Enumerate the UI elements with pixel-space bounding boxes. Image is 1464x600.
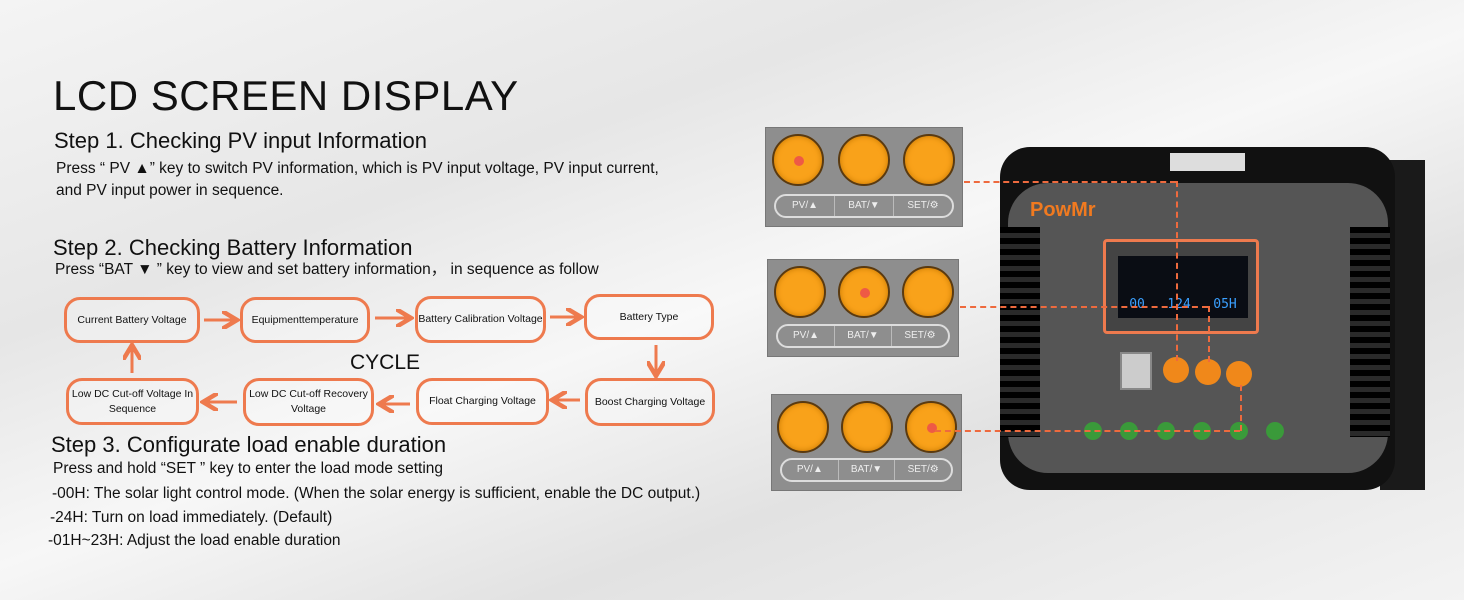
step3-text: Press and hold “SET ” key to enter the l… [53, 460, 444, 477]
step3-text: -00H: The solar light control mode. (Whe… [52, 485, 701, 502]
flow-node: Equipmenttemperature [240, 297, 370, 343]
step2-heading: Step 2. Checking Battery Information [53, 235, 413, 260]
label-sticker [1170, 153, 1245, 171]
bat-label: BAT/▼ [835, 196, 894, 216]
usb-ports [1120, 352, 1152, 390]
flow-arrows [0, 0, 740, 440]
set-label: SET/⚙ [907, 464, 939, 475]
heat-sink-left [1000, 227, 1040, 437]
device-bat-key[interactable] [1195, 359, 1221, 385]
bat-key[interactable] [838, 134, 890, 186]
lcd-battery-value: 124 [1167, 297, 1191, 312]
set-label: SET/⚙ [904, 330, 936, 341]
step1-heading: Step 1. Checking PV input Information [54, 128, 427, 153]
heat-sink-right [1350, 227, 1390, 437]
step1-text-2: and PV input power in sequence. [56, 182, 284, 199]
leader-line [964, 181, 1176, 183]
set-key[interactable] [902, 266, 954, 318]
brand-logo: PowMr [1030, 199, 1096, 221]
press-indicator [927, 423, 937, 433]
step3-heading: Step 3. Configurate load enable duration [51, 432, 447, 457]
key-panel-pv: PV/▲BAT/▼ SET/⚙ [765, 127, 963, 227]
leader-line [1240, 385, 1242, 431]
leader-line [960, 306, 1208, 308]
flow-node: Boost Charging Voltage [585, 378, 715, 426]
press-indicator [794, 156, 804, 166]
set-key[interactable] [905, 401, 957, 453]
set-label: SET/⚙ [907, 200, 939, 211]
step1-text-1: Press “ PV ▲” key to switch PV informati… [56, 160, 659, 177]
set-key[interactable] [903, 134, 955, 186]
bat-key[interactable] [838, 266, 890, 318]
page-title: LCD SCREEN DISPLAY [53, 72, 519, 119]
terminals [1084, 422, 1284, 444]
key-panel-bat: PV/▲BAT/▼ SET/⚙ [767, 259, 959, 357]
flow-node: Low DC Cut-off Voltage In Sequence [66, 378, 199, 425]
leader-line [1208, 306, 1210, 362]
step3-text: -24H: Turn on load immediately. (Default… [50, 509, 333, 526]
lcd-load-value: 05H [1213, 297, 1237, 312]
leader-line [1176, 181, 1178, 361]
pv-key[interactable] [772, 134, 824, 186]
bat-label: BAT/▼ [835, 326, 892, 346]
leader-line [935, 430, 1240, 432]
bat-key[interactable] [841, 401, 893, 453]
device-set-key[interactable] [1226, 361, 1252, 387]
flow-node: Float Charging Voltage [416, 378, 549, 425]
lcd-frame: 00 124 05H [1103, 239, 1259, 334]
pv-key[interactable] [774, 266, 826, 318]
bat-label: BAT/▼ [839, 460, 896, 480]
pv-label: PV/▲ [782, 460, 839, 480]
cycle-label: CYCLE [350, 351, 421, 374]
step3-text: -01H~23H: Adjust the load enable duratio… [48, 532, 341, 549]
pv-label: PV/▲ [776, 196, 835, 216]
flow-node: Current Battery Voltage [64, 297, 200, 343]
key-panel-set: PV/▲BAT/▼ SET/⚙ [771, 394, 962, 491]
lcd-pv-value: 00 [1129, 297, 1145, 312]
step2-text: Press “BAT ▼ ” key to view and set batte… [55, 261, 599, 278]
flow-node: Low DC Cut-off Recovery Voltage [243, 378, 374, 426]
pv-key[interactable] [777, 401, 829, 453]
pv-label: PV/▲ [778, 326, 835, 346]
flow-node: Battery Calibration Voltage [415, 296, 546, 343]
flow-node: Battery Type [584, 294, 714, 340]
press-indicator [860, 288, 870, 298]
device-pv-key[interactable] [1163, 357, 1189, 383]
charge-controller: PowMr 00 124 05H [1000, 147, 1395, 490]
